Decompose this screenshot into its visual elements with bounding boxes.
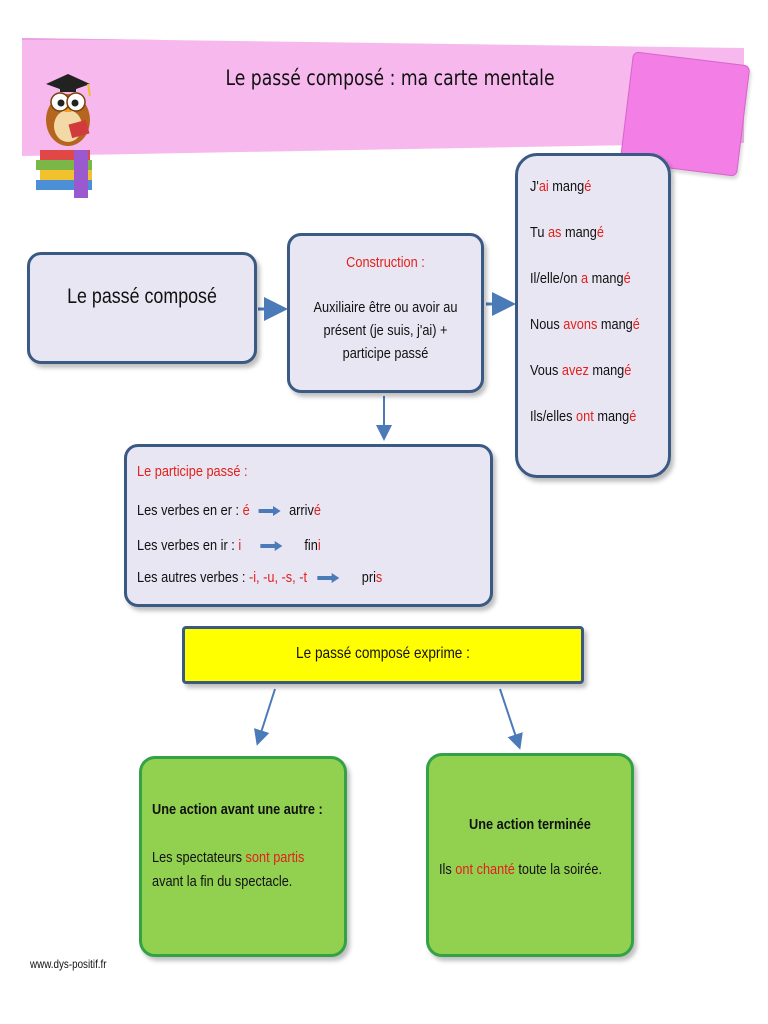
participle-row: Les verbes en er : é arrivé	[137, 502, 321, 519]
case-action-before-box: Une action avant une autre : Les spectat…	[139, 756, 347, 957]
construction-text: Auxiliaire être ou avoir au présent (je …	[311, 296, 460, 365]
participle-heading: Le participe passé :	[137, 463, 248, 480]
construction-box: Construction : Auxiliaire être ou avoir …	[287, 233, 484, 393]
expresses-box: Le passé composé exprime :	[182, 626, 584, 684]
conjugation-row: Ils/elles ont mangé	[530, 408, 637, 425]
case1-example: Les spectateurs sont partis avant la fin…	[152, 849, 305, 890]
right-arrow-icon	[258, 506, 281, 517]
case1-heading: Une action avant une autre :	[152, 801, 323, 818]
main-concept-box: Le passé composé	[27, 252, 257, 364]
conjugation-box: J'ai mangé Tu as mangé Il/elle/on a mang…	[515, 153, 671, 478]
case2-heading: Une action terminée	[469, 816, 591, 833]
construction-heading: Construction :	[346, 254, 425, 271]
case2-example: Ils ont chanté toute la soirée.	[439, 861, 603, 878]
construction-line: participe passé	[342, 345, 429, 362]
expresses-label: Le passé composé exprime :	[296, 645, 470, 662]
construction-line: présent (je suis, j'ai) +	[323, 322, 448, 339]
right-arrow-icon	[260, 541, 283, 552]
footer-website: www.dys-positif.fr	[30, 957, 107, 971]
conjugation-row: Vous avez mangé	[530, 362, 632, 379]
right-arrow-icon	[317, 573, 340, 584]
conjugation-row: Nous avons mangé	[530, 316, 640, 333]
construction-line: Auxiliaire être ou avoir au	[313, 299, 458, 316]
owl-graduate-icon	[36, 74, 92, 198]
main-concept-label: Le passé composé	[67, 285, 217, 308]
case-completed-action-box: Une action terminée Ils ont chanté toute…	[426, 753, 634, 957]
participle-box: Le participe passé : Les verbes en er : …	[124, 444, 493, 607]
conjugation-row: Il/elle/on a mangé	[530, 270, 631, 287]
participle-row: Les verbes en ir : i fini	[137, 537, 321, 554]
participle-row: Les autres verbes : -i, -u, -s, -t pris	[137, 569, 383, 586]
conjugation-row: Tu as mangé	[530, 224, 604, 241]
arrow-expresses-to-case1	[254, 688, 276, 746]
conjugation-row: J'ai mangé	[530, 178, 592, 195]
arrow-expresses-to-case2	[499, 688, 523, 750]
page-title: Le passé composé : ma carte mentale	[225, 66, 555, 90]
